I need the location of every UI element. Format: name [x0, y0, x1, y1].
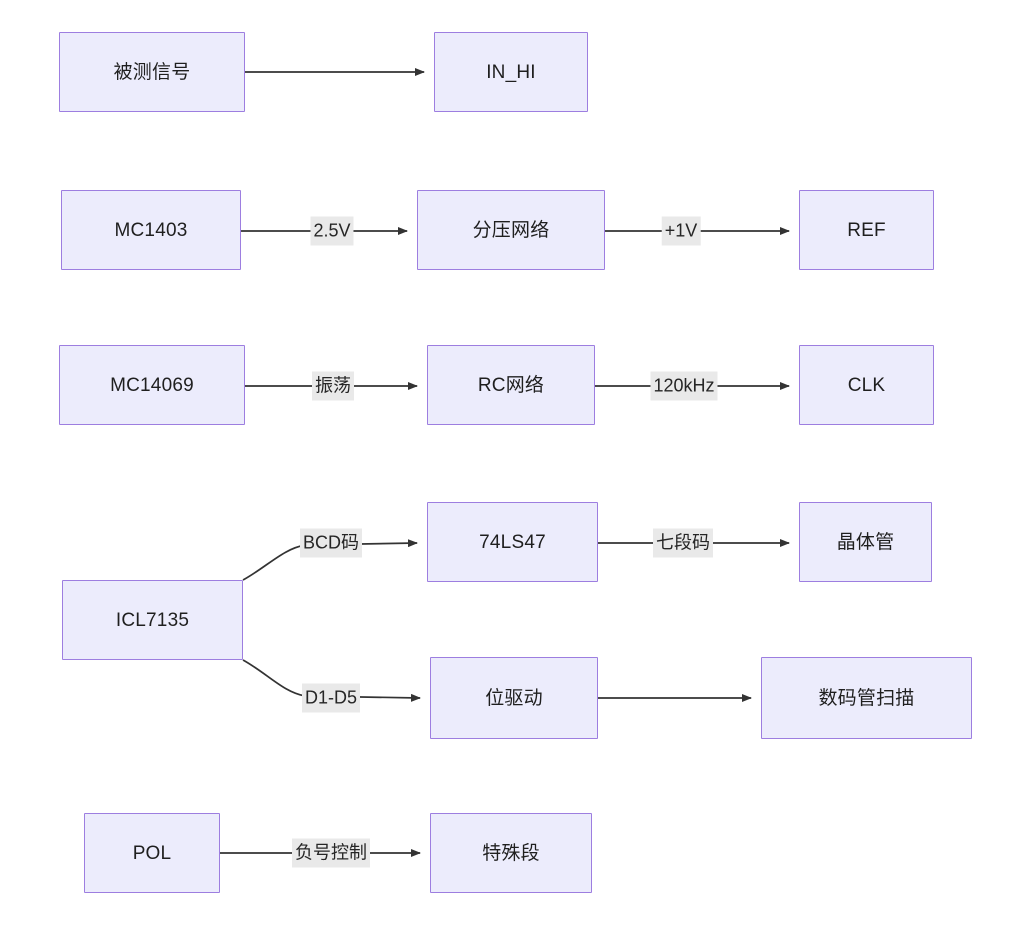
- edge-label-120khz: 120kHz: [650, 371, 718, 401]
- node-label: RC网络: [477, 374, 545, 396]
- node-ref[interactable]: REF: [799, 190, 934, 270]
- edge-label-plus-1v: +1V: [661, 216, 701, 246]
- node-pol[interactable]: POL: [84, 813, 220, 893]
- node-label: 位驱动: [485, 687, 543, 709]
- node-74ls47[interactable]: 74LS47: [427, 502, 598, 582]
- node-label: CLK: [847, 374, 886, 396]
- node-digit-scan[interactable]: 数码管扫描: [761, 657, 972, 739]
- node-rc-network[interactable]: RC网络: [427, 345, 595, 425]
- node-mc1403[interactable]: MC1403: [61, 190, 241, 270]
- edge-label-oscillation: 振荡: [312, 371, 354, 401]
- node-divider-network[interactable]: 分压网络: [417, 190, 605, 270]
- node-label: MC1403: [114, 219, 188, 241]
- node-triode[interactable]: 晶体管: [799, 502, 932, 582]
- node-label: 被测信号: [113, 61, 191, 83]
- node-special-segment[interactable]: 特殊段: [430, 813, 592, 893]
- edge-label-seven-segment-code: 七段码: [653, 528, 713, 558]
- node-mc14069[interactable]: MC14069: [59, 345, 245, 425]
- node-label: 分压网络: [472, 219, 550, 241]
- node-clk[interactable]: CLK: [799, 345, 934, 425]
- node-label: 数码管扫描: [818, 687, 915, 709]
- edge-label-d1-d5: D1-D5: [301, 683, 361, 713]
- node-label: 74LS47: [479, 531, 546, 553]
- node-label: REF: [847, 219, 886, 241]
- node-label: IN_HI: [486, 61, 536, 83]
- node-label: ICL7135: [115, 609, 190, 631]
- node-label: 特殊段: [482, 842, 540, 864]
- node-label: MC14069: [110, 374, 194, 396]
- edge-label-negative-sign-control: 负号控制: [292, 838, 370, 868]
- edge-label-bcd-code: BCD码: [299, 528, 363, 558]
- node-signal[interactable]: 被测信号: [59, 32, 245, 112]
- node-label: POL: [132, 842, 172, 864]
- edge-label-2-5v: 2.5V: [310, 216, 354, 246]
- node-label: 晶体管: [836, 531, 895, 553]
- node-bit-drive[interactable]: 位驱动: [430, 657, 598, 739]
- node-in-hi[interactable]: IN_HI: [434, 32, 588, 112]
- node-icl7135[interactable]: ICL7135: [62, 580, 243, 660]
